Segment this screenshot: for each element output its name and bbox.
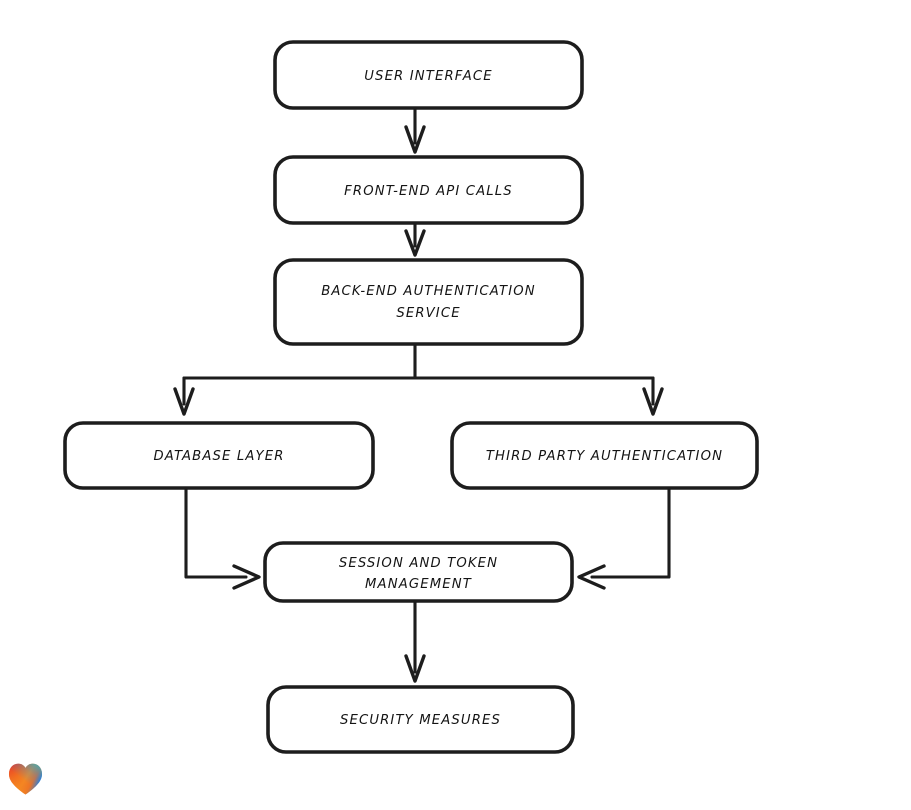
heart-icon [8, 763, 43, 795]
node-box-back-end-authentication-service[interactable] [273, 258, 584, 346]
edge-database-to-session [184, 486, 261, 590]
node-label-back-end-authentication-service-line1: BACK-END AUTHENTICATION [321, 284, 536, 299]
node-label-session-and-token-management-line1: SESSION AND TOKEN [339, 556, 498, 571]
edge-ui-to-api [404, 106, 426, 154]
node-front-end-api-calls[interactable]: FRONT-END API CALLS [273, 155, 584, 225]
node-box-user-interface[interactable] [273, 40, 584, 110]
edge-auth-to-database [173, 376, 195, 416]
node-label-database-layer: DATABASE LAYER [153, 449, 284, 464]
edge-third-party-to-session [577, 486, 671, 590]
node-database-layer[interactable]: DATABASE LAYER [63, 421, 375, 490]
node-box-front-end-api-calls[interactable] [273, 155, 584, 225]
edge-api-to-auth [404, 221, 426, 257]
edge-auth-to-third-party [642, 376, 664, 416]
node-box-session-and-token-management[interactable] [263, 541, 574, 603]
node-back-end-authentication-service[interactable]: BACK-END AUTHENTICATION SERVICE [273, 258, 584, 346]
node-label-third-party-authentication: THIRD PARTY AUTHENTICATION [486, 449, 723, 464]
node-label-security-measures: SECURITY MEASURES [340, 713, 501, 728]
node-label-back-end-authentication-service-line2: SERVICE [396, 306, 460, 321]
node-label-user-interface: USER INTERFACE [364, 69, 493, 84]
node-box-database-layer[interactable] [63, 421, 375, 490]
node-box-third-party-authentication[interactable] [450, 421, 759, 490]
node-box-security-measures[interactable] [266, 685, 575, 754]
node-session-and-token-management[interactable]: SESSION AND TOKEN MANAGEMENT [263, 541, 574, 603]
heart-shape-overlay [8, 763, 43, 795]
edge-session-to-security [404, 599, 426, 683]
node-security-measures[interactable]: SECURITY MEASURES [266, 685, 575, 754]
node-user-interface[interactable]: USER INTERFACE [273, 40, 584, 110]
node-label-session-and-token-management-line2: MANAGEMENT [365, 577, 472, 592]
node-third-party-authentication[interactable]: THIRD PARTY AUTHENTICATION [450, 421, 759, 490]
node-label-front-end-api-calls: FRONT-END API CALLS [344, 184, 513, 199]
edge-auth-split [182, 342, 655, 380]
